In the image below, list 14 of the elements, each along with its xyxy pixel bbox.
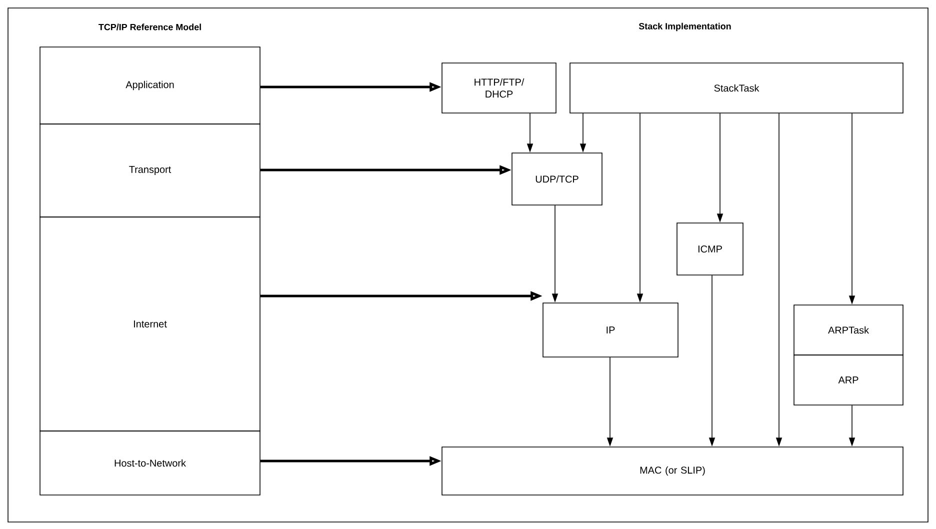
module-box: StackTask xyxy=(570,62,904,114)
module-box: HTTP/FTP/ DHCP xyxy=(442,62,556,114)
module-box: IP xyxy=(542,302,678,358)
module-box: ARPTask xyxy=(794,304,904,356)
layer-box: Transport xyxy=(40,124,260,218)
module-box: UDP/TCP xyxy=(512,152,602,206)
column-heading: TCP/IP Reference Model xyxy=(98,24,201,30)
layer-box: Host-to-Network xyxy=(40,430,260,496)
module-box: ICMP xyxy=(676,222,744,276)
layer-box: Application xyxy=(40,46,260,124)
module-box: ARP xyxy=(794,354,904,406)
module-box: MAC (or SLIP) xyxy=(442,446,904,496)
layer-box: Internet xyxy=(40,216,260,432)
column-heading: Stack Implementation xyxy=(638,22,731,32)
